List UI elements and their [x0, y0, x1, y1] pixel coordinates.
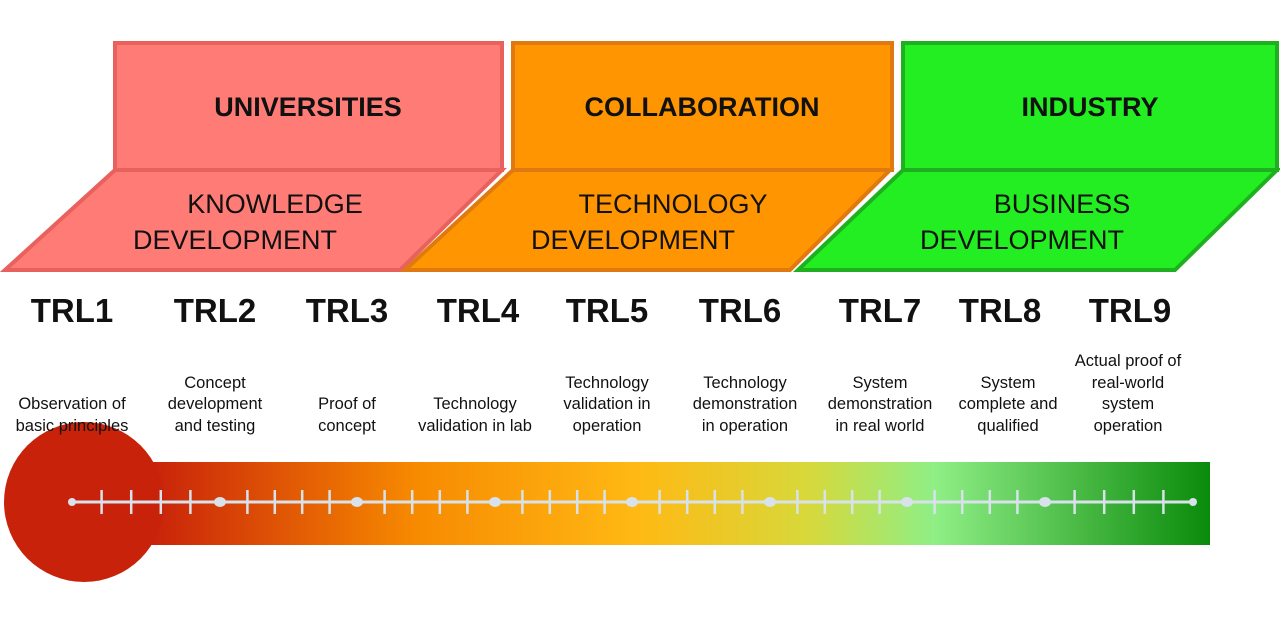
trl-description: Actual proof of real-world system operation	[1053, 351, 1203, 437]
trl-description: System demonstration in real world	[805, 373, 955, 438]
trl-label: TRL4	[436, 292, 520, 329]
trl-marker-dot	[68, 498, 76, 506]
trl-description: Concept development and testing	[140, 373, 290, 438]
trl-description-line: Technology	[703, 373, 787, 392]
trl-description: Technology validation in lab	[400, 394, 550, 437]
sector-label: INDUSTRY	[1021, 92, 1159, 122]
trl-marker-dot	[626, 497, 638, 507]
trl-description-line: concept	[318, 416, 376, 435]
trl-description: Proof of concept	[272, 394, 422, 437]
trl-label: TRL2	[173, 292, 257, 329]
trl-description-line: System	[980, 373, 1036, 392]
trl-description-line: validation in	[563, 395, 651, 413]
trl-description-line: validation in lab	[418, 416, 532, 435]
trl-description-line: demonstration	[827, 395, 933, 413]
trl-label: TRL1	[30, 292, 114, 329]
trl-marker-dot	[1189, 498, 1197, 506]
trl-description-line: Technology	[565, 373, 649, 392]
phase-label: KNOWLEDGE DEVELOPMENT	[50, 186, 450, 258]
trl-description-line: real-world	[1091, 373, 1165, 392]
trl-description-line: System	[852, 373, 908, 392]
trl-description: System complete and qualified	[933, 373, 1083, 438]
trl-description-line: development	[167, 395, 263, 413]
trl-label: TRL3	[305, 292, 389, 329]
sector-label: COLLABORATION	[584, 92, 820, 122]
phase-block	[399, 168, 895, 272]
trl-marker-dot	[901, 497, 913, 507]
trl-description-line: operation	[572, 416, 642, 435]
trl-description: Observation of basic principles	[0, 394, 147, 437]
phase-block	[793, 168, 1280, 272]
trl-label: TRL7	[838, 292, 922, 329]
trl-description: Technology demonstration in operation	[670, 373, 820, 438]
trl-description-line: Concept	[184, 373, 246, 392]
trl-marker-dot	[351, 497, 363, 507]
trl-description: Technology validation in operation	[532, 373, 682, 438]
trl-description-line: system	[1101, 395, 1155, 413]
trl-description-line: basic principles	[15, 416, 129, 435]
phase-label-line: DEVELOPMENT	[919, 225, 1125, 255]
phase-block	[0, 168, 507, 272]
trl-description-line: Observation of	[18, 395, 126, 413]
trl-description-line: qualified	[977, 416, 1039, 435]
trl-label: TRL6	[698, 292, 782, 329]
trl-description-line: in operation	[701, 416, 789, 435]
phase-label-line: TECHNOLOGY	[578, 189, 768, 219]
sector-block	[901, 41, 1279, 172]
trl-description-line: complete and	[958, 395, 1058, 413]
trl-description-line: and testing	[174, 416, 256, 435]
trl-marker-dot	[214, 497, 226, 507]
phase-label: BUSINESS DEVELOPMENT	[837, 186, 1237, 258]
phase-label-line: BUSINESS	[993, 189, 1131, 219]
phase-label-line: DEVELOPMENT	[132, 225, 338, 255]
phase-label-line: KNOWLEDGE	[187, 189, 363, 219]
phase-label: TECHNOLOGY DEVELOPMENT	[448, 186, 848, 258]
trl-description-line: Actual proof of	[1074, 352, 1182, 370]
trl-marker-dot	[489, 497, 501, 507]
trl-description-line: in real world	[835, 416, 925, 435]
trl-label: TRL8	[958, 292, 1042, 329]
trl-description-line: demonstration	[692, 395, 798, 413]
trl-marker-dot	[764, 497, 776, 507]
sector-block	[113, 41, 504, 172]
trl-description-line: Technology	[433, 395, 517, 413]
phase-label-line: DEVELOPMENT	[530, 225, 736, 255]
trl-label: TRL9	[1088, 292, 1172, 329]
trl-description-line: Proof of	[318, 395, 376, 413]
trl-marker-dot	[1039, 497, 1051, 507]
trl-label: TRL5	[565, 292, 649, 329]
trl-description-line: operation	[1093, 416, 1163, 435]
sector-label: UNIVERSITIES	[214, 92, 402, 122]
